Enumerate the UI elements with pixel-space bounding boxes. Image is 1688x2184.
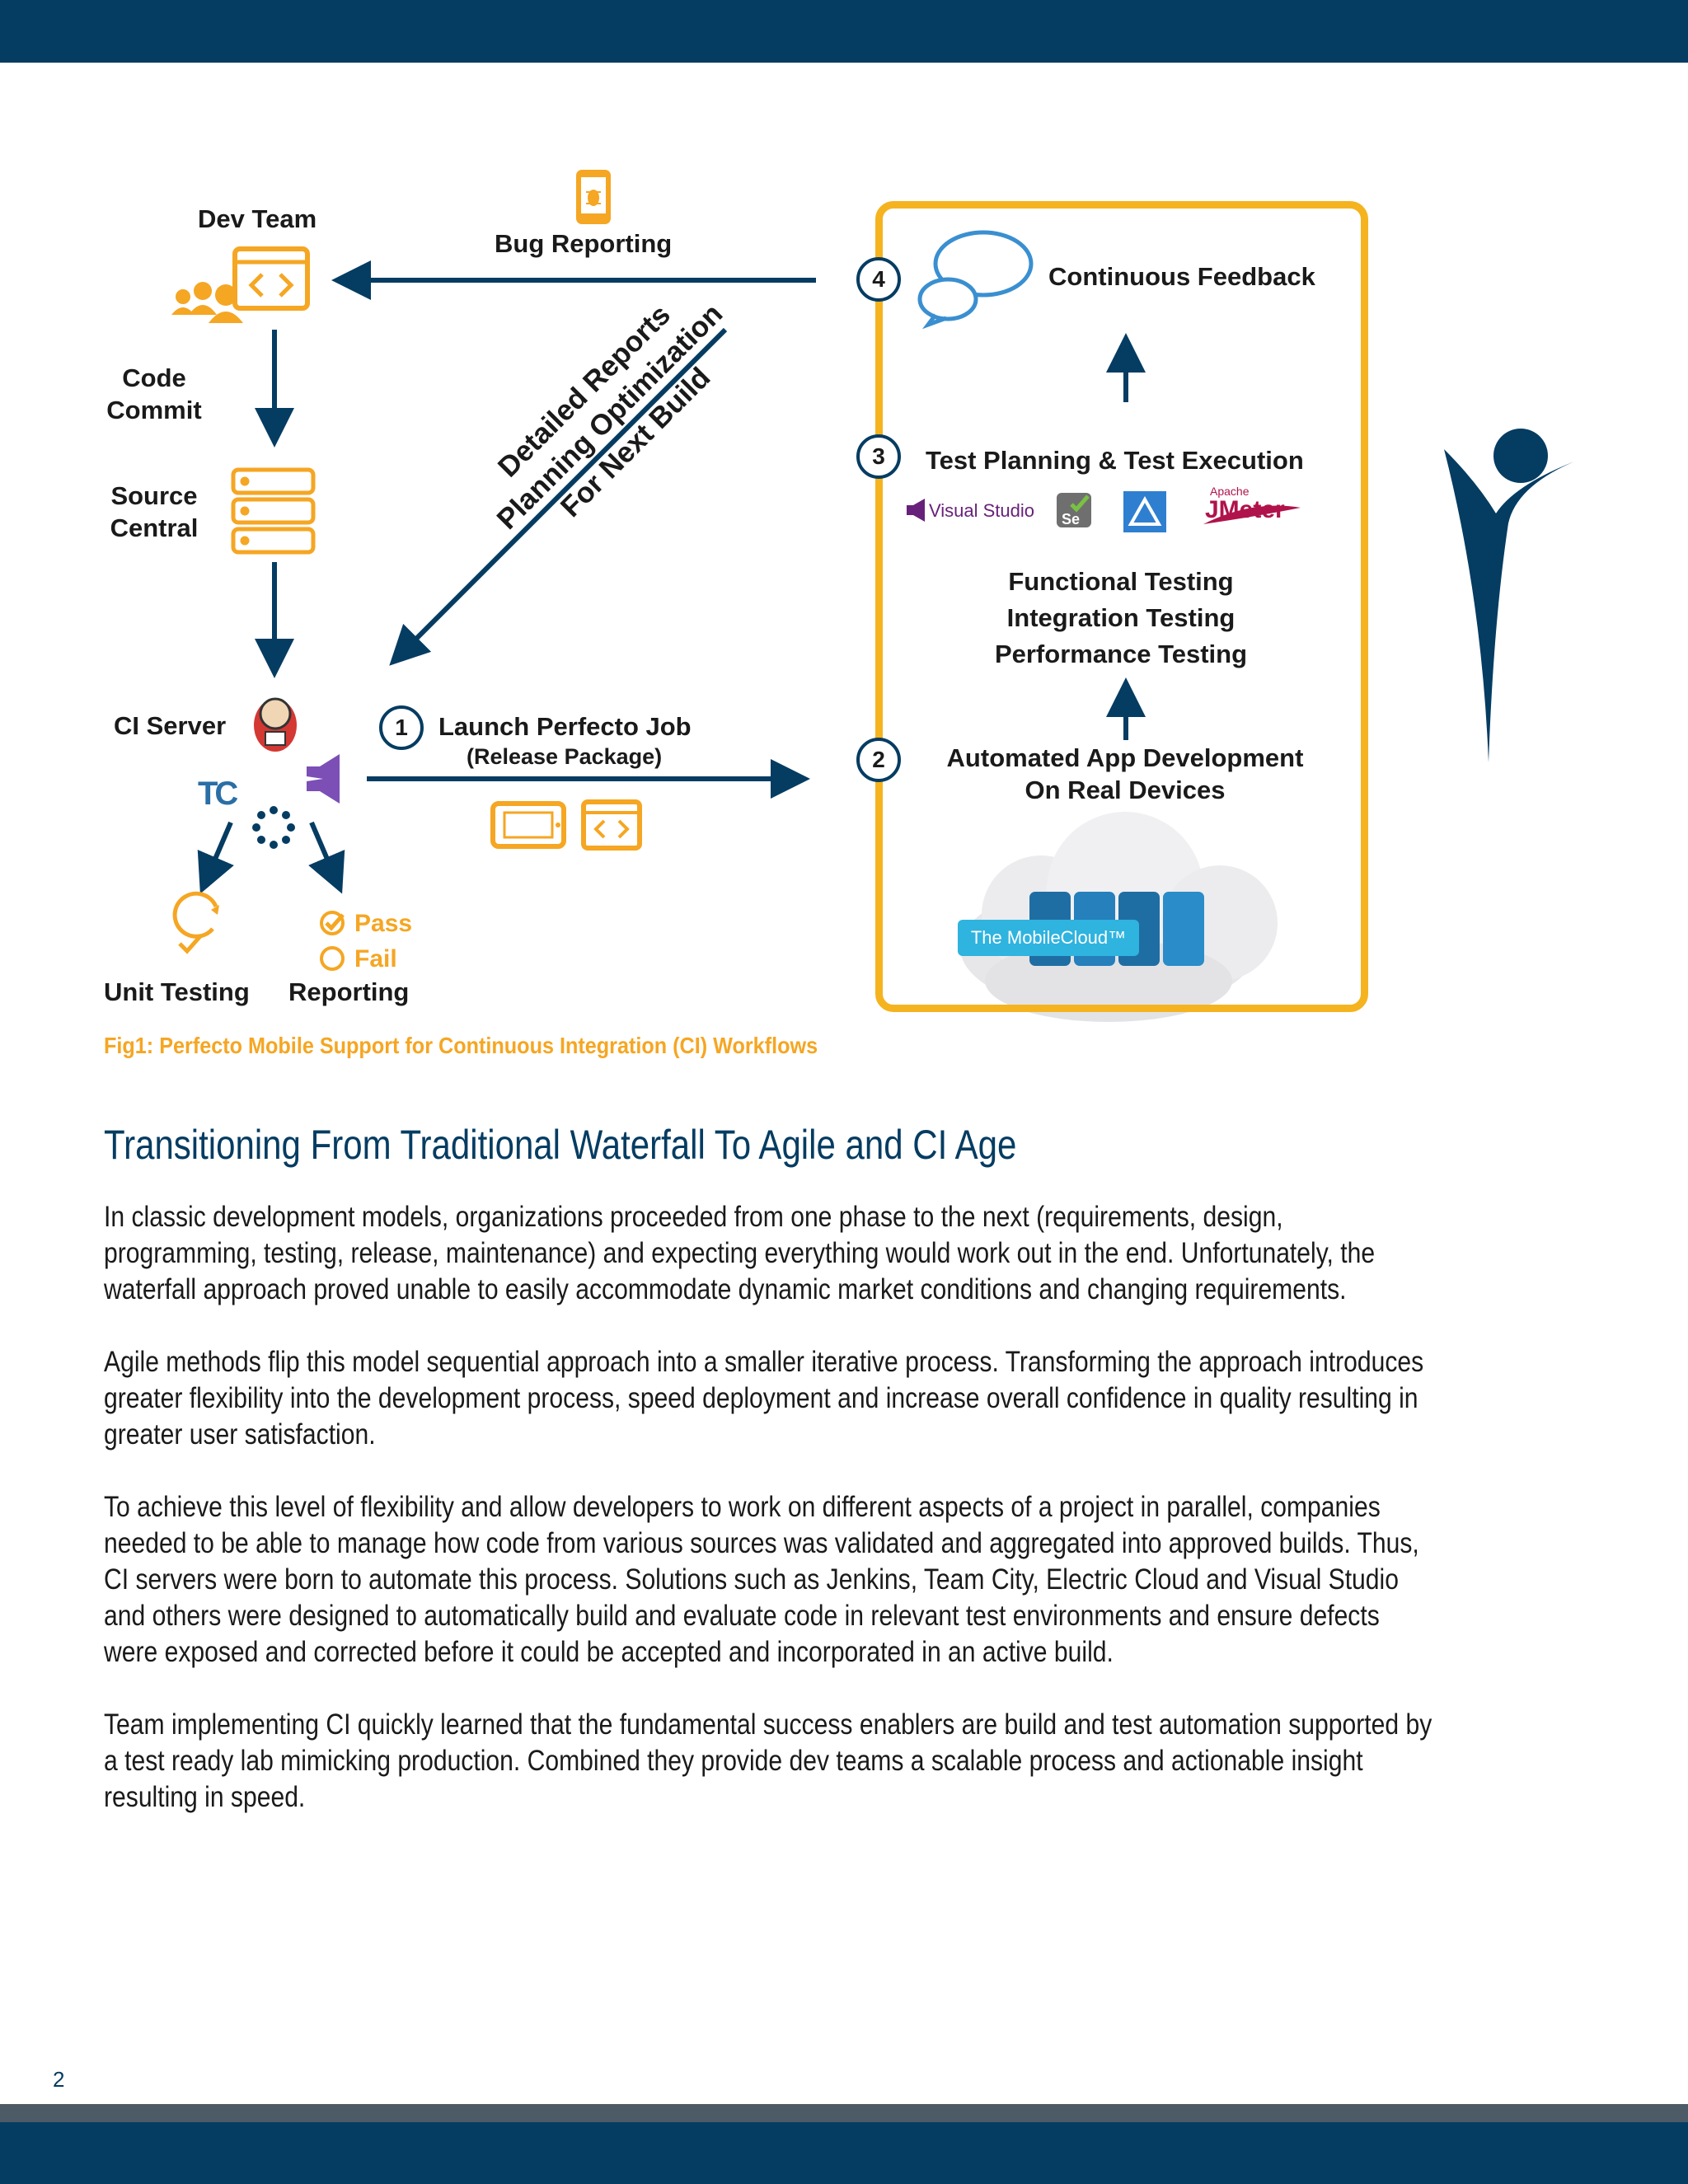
reporting-label: Reporting [288,977,410,1006]
footer-grey-strip [0,2104,1688,2122]
paragraph-4: Team implementing CI quickly learned tha… [104,1708,1432,1813]
speech-bubbles-icon [917,230,1034,330]
mobilecloud-badge: The MobileCloud™ [958,920,1139,956]
workflow-diagram-graphics [171,170,1574,1022]
pass-label: Pass [354,910,413,937]
section-heading: Transitioning From Traditional Waterfall… [104,1122,1017,1168]
pass-check-icon [320,911,345,935]
step-3-badge: 3 [856,434,901,479]
dev-team-label: Dev Team [198,204,317,233]
tablet-icon [490,801,566,849]
step-4-badge: 4 [856,257,901,302]
reports-diagonal-arrow [389,327,728,666]
release-package-label: (Release Package) [467,744,663,769]
top-header-bar [0,0,1688,63]
automated-app-dev-label: Automated App Development On Real Device… [946,743,1304,804]
teamcity-logo: TC [198,776,238,812]
ci-server-label: CI Server [114,711,227,740]
code-commit-label: Code Commit [106,363,202,424]
page-number: 2 [53,2067,65,2092]
source-server-icon [231,467,316,555]
appium-icon [1123,491,1166,532]
selenium-icon [1057,493,1091,527]
electric-cloud-icon [252,806,295,849]
continuous-feedback-label: Continuous Feedback [1048,262,1315,291]
step-2-badge: 2 [856,738,901,782]
fail-label: Fail [354,945,397,972]
paragraph-3: To achieve this level of flexibility and… [104,1491,1419,1668]
fail-circle-icon [320,946,345,971]
perfecto-process-frame [875,201,1368,1012]
ci-to-unit-arrow [197,821,234,894]
figure-caption: Fig1: Perfecto Mobile Support for Contin… [104,1033,818,1058]
ci-to-report-arrow [308,821,345,894]
unit-testing-label: Unit Testing [104,977,250,1006]
test-planning-label: Test Planning & Test Execution [926,446,1304,475]
launch-job-label: Launch Perfecto Job [438,712,692,741]
selenium-text: Se [1062,511,1081,527]
jenkins-icon [254,697,297,752]
step-1-badge: 1 [379,705,424,750]
visual-studio-icon [307,754,340,804]
jmeter-feather-icon [1203,505,1301,524]
visual-studio-text: Visual Studio [929,500,1035,521]
jmeter-text: JMeter [1205,496,1285,523]
code-window-icon [581,799,642,851]
footer-bar [0,2122,1688,2184]
bug-reporting-label: Bug Reporting [495,229,673,258]
source-central-label: Source Central [110,481,199,542]
bug-phone-icon [576,170,611,224]
jmeter-apache-text: Apache [1210,485,1250,498]
paragraph-2: Agile methods flip this model sequential… [104,1346,1424,1451]
paragraph-1: In classic development models, organizat… [104,1201,1376,1305]
dev-team-icon [171,246,310,323]
perfecto-logo-icon [1444,429,1574,762]
visual-studio-tool-icon [907,499,925,522]
unit-testing-icon [172,891,219,954]
testing-types-label: Functional Testing Integration Testing P… [994,567,1248,668]
